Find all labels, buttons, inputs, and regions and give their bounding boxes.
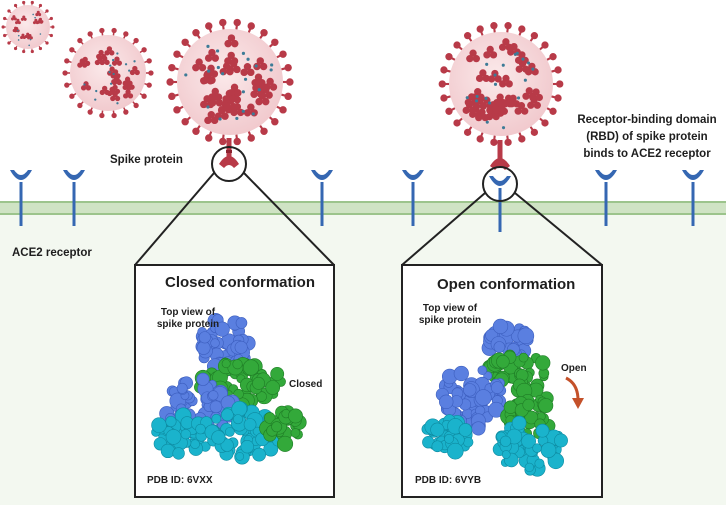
- ace2-receptor-icon: [311, 170, 333, 226]
- ace2-receptor-icon: [595, 170, 617, 226]
- open-top-view-line2: spike protein: [418, 315, 482, 326]
- open-top-view-label: Top view of spike protein: [410, 303, 490, 327]
- coronavirus-particles: [1, 0, 564, 146]
- ace2-receptor-label: ACE2 receptor: [12, 247, 92, 259]
- callout-line-open-right: [514, 192, 603, 266]
- callout-line-closed-right: [243, 172, 335, 266]
- open-pdb-id: PDB ID: 6VYB: [415, 475, 482, 486]
- spike-protein-closed: [219, 138, 239, 168]
- closed-panel-title: Closed conformation: [165, 274, 316, 291]
- closed-state-label: Closed: [289, 379, 323, 390]
- coronavirus-icon: [166, 18, 294, 146]
- rbd-label-line1: Receptor-binding domain: [577, 114, 717, 126]
- closed-top-view-line2: spike protein: [156, 319, 220, 330]
- ace2-receptors: [10, 170, 704, 232]
- coronavirus-icon: [1, 0, 55, 54]
- closed-pdb-id: PDB ID: 6VXX: [147, 475, 213, 486]
- cytoplasm: [0, 212, 726, 505]
- cell-membrane: [0, 201, 726, 215]
- callout-line-closed-left: [134, 172, 215, 266]
- ace2-receptor-icon: [682, 170, 704, 226]
- closed-top-view-label: Top view of spike protein: [148, 307, 228, 331]
- closed-protein-structure: [151, 313, 307, 465]
- open-protein-structure: [421, 318, 568, 477]
- rbd-label-line2: (RBD) of spike protein: [586, 131, 708, 143]
- rbd-label: Receptor-binding domain (RBD) of spike p…: [572, 112, 722, 163]
- zoom-circle-closed: [211, 146, 247, 182]
- coronavirus-icon: [438, 22, 564, 146]
- spike-protein-label: Spike protein: [110, 154, 183, 166]
- coronavirus-icon: [62, 27, 154, 119]
- rbd-label-line3: binds to ACE2 receptor: [583, 148, 711, 160]
- ace2-receptor-icon: [489, 176, 511, 232]
- open-arrow-icon: [565, 376, 584, 409]
- ace2-receptor-icon: [402, 170, 424, 226]
- callout-line-open-left: [401, 192, 486, 266]
- closed-top-view-line1: Top view of: [160, 307, 216, 318]
- open-top-view-line1: Top view of: [422, 303, 478, 314]
- open-panel-title: Open conformation: [437, 276, 576, 293]
- ace2-receptor-icon: [63, 170, 85, 226]
- open-state-label: Open: [561, 363, 587, 374]
- zoom-circle-open: [482, 166, 518, 202]
- ace2-receptor-icon: [10, 170, 32, 226]
